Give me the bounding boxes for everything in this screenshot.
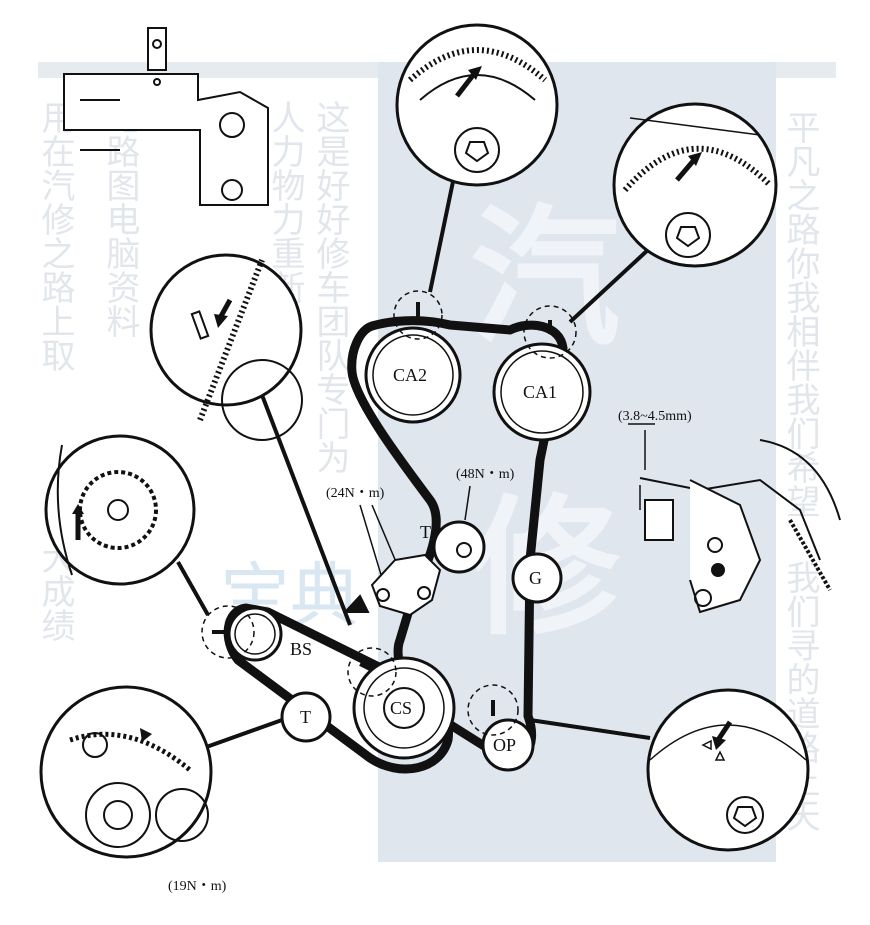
pulley-g-label: G <box>529 568 542 588</box>
detail-tensioner-magnifier <box>149 253 303 441</box>
watermark-char-1: 汽 <box>470 192 620 366</box>
detail-bs-magnifier <box>44 434 196 586</box>
watermark-column-6: 用在汽修之路上取 <box>35 100 75 372</box>
torque-label-48: (48N・m) <box>456 467 515 482</box>
pulley-op: OP <box>481 718 535 772</box>
pulley-op-label: OP <box>493 735 516 755</box>
pulley-bs: BS <box>227 606 312 662</box>
detail-gap-sketch <box>639 439 841 614</box>
pulley-ca1: CA1 <box>492 342 592 442</box>
pulley-t-upper-label: T <box>420 522 431 542</box>
leader-lines <box>176 171 652 752</box>
watermark-column-1: 平凡之路你我相伴我们希望 <box>780 110 820 518</box>
tensioner-bracket <box>342 553 442 617</box>
watermark-column-3: 这是好好修车团队专门为 <box>310 100 350 474</box>
detail-top-left <box>63 27 269 206</box>
pulley-t-upper: T <box>420 520 486 574</box>
watermark-column-5: 电路图电脑资料 <box>100 100 140 338</box>
pulley-t-lower: T <box>280 691 332 743</box>
reference-marks <box>201 290 577 736</box>
detail-ca2-magnifier <box>395 23 559 187</box>
pulley-t-lower-label: T <box>300 707 311 727</box>
torque-label-24: (24N・m) <box>326 486 385 501</box>
pulley-g: G <box>511 552 563 604</box>
detail-op-magnifier <box>646 688 810 852</box>
gap-label: (3.8~4.5mm) <box>618 409 692 424</box>
detail-ca1-magnifier <box>612 102 778 268</box>
pulley-ca2-label: CA2 <box>393 365 427 385</box>
timing-mark-ticks <box>212 302 552 716</box>
pulley-ca1-label: CA1 <box>523 382 557 402</box>
pulley-cs-label: CS <box>390 698 412 718</box>
torque-label-19: (19N・m) <box>168 879 227 894</box>
pulley-cs: CS <box>352 656 456 760</box>
pulley-bs-label: BS <box>290 639 312 659</box>
detail-tensioner-lower-magnifier <box>39 685 213 859</box>
pulley-ca2: CA2 <box>364 326 462 424</box>
